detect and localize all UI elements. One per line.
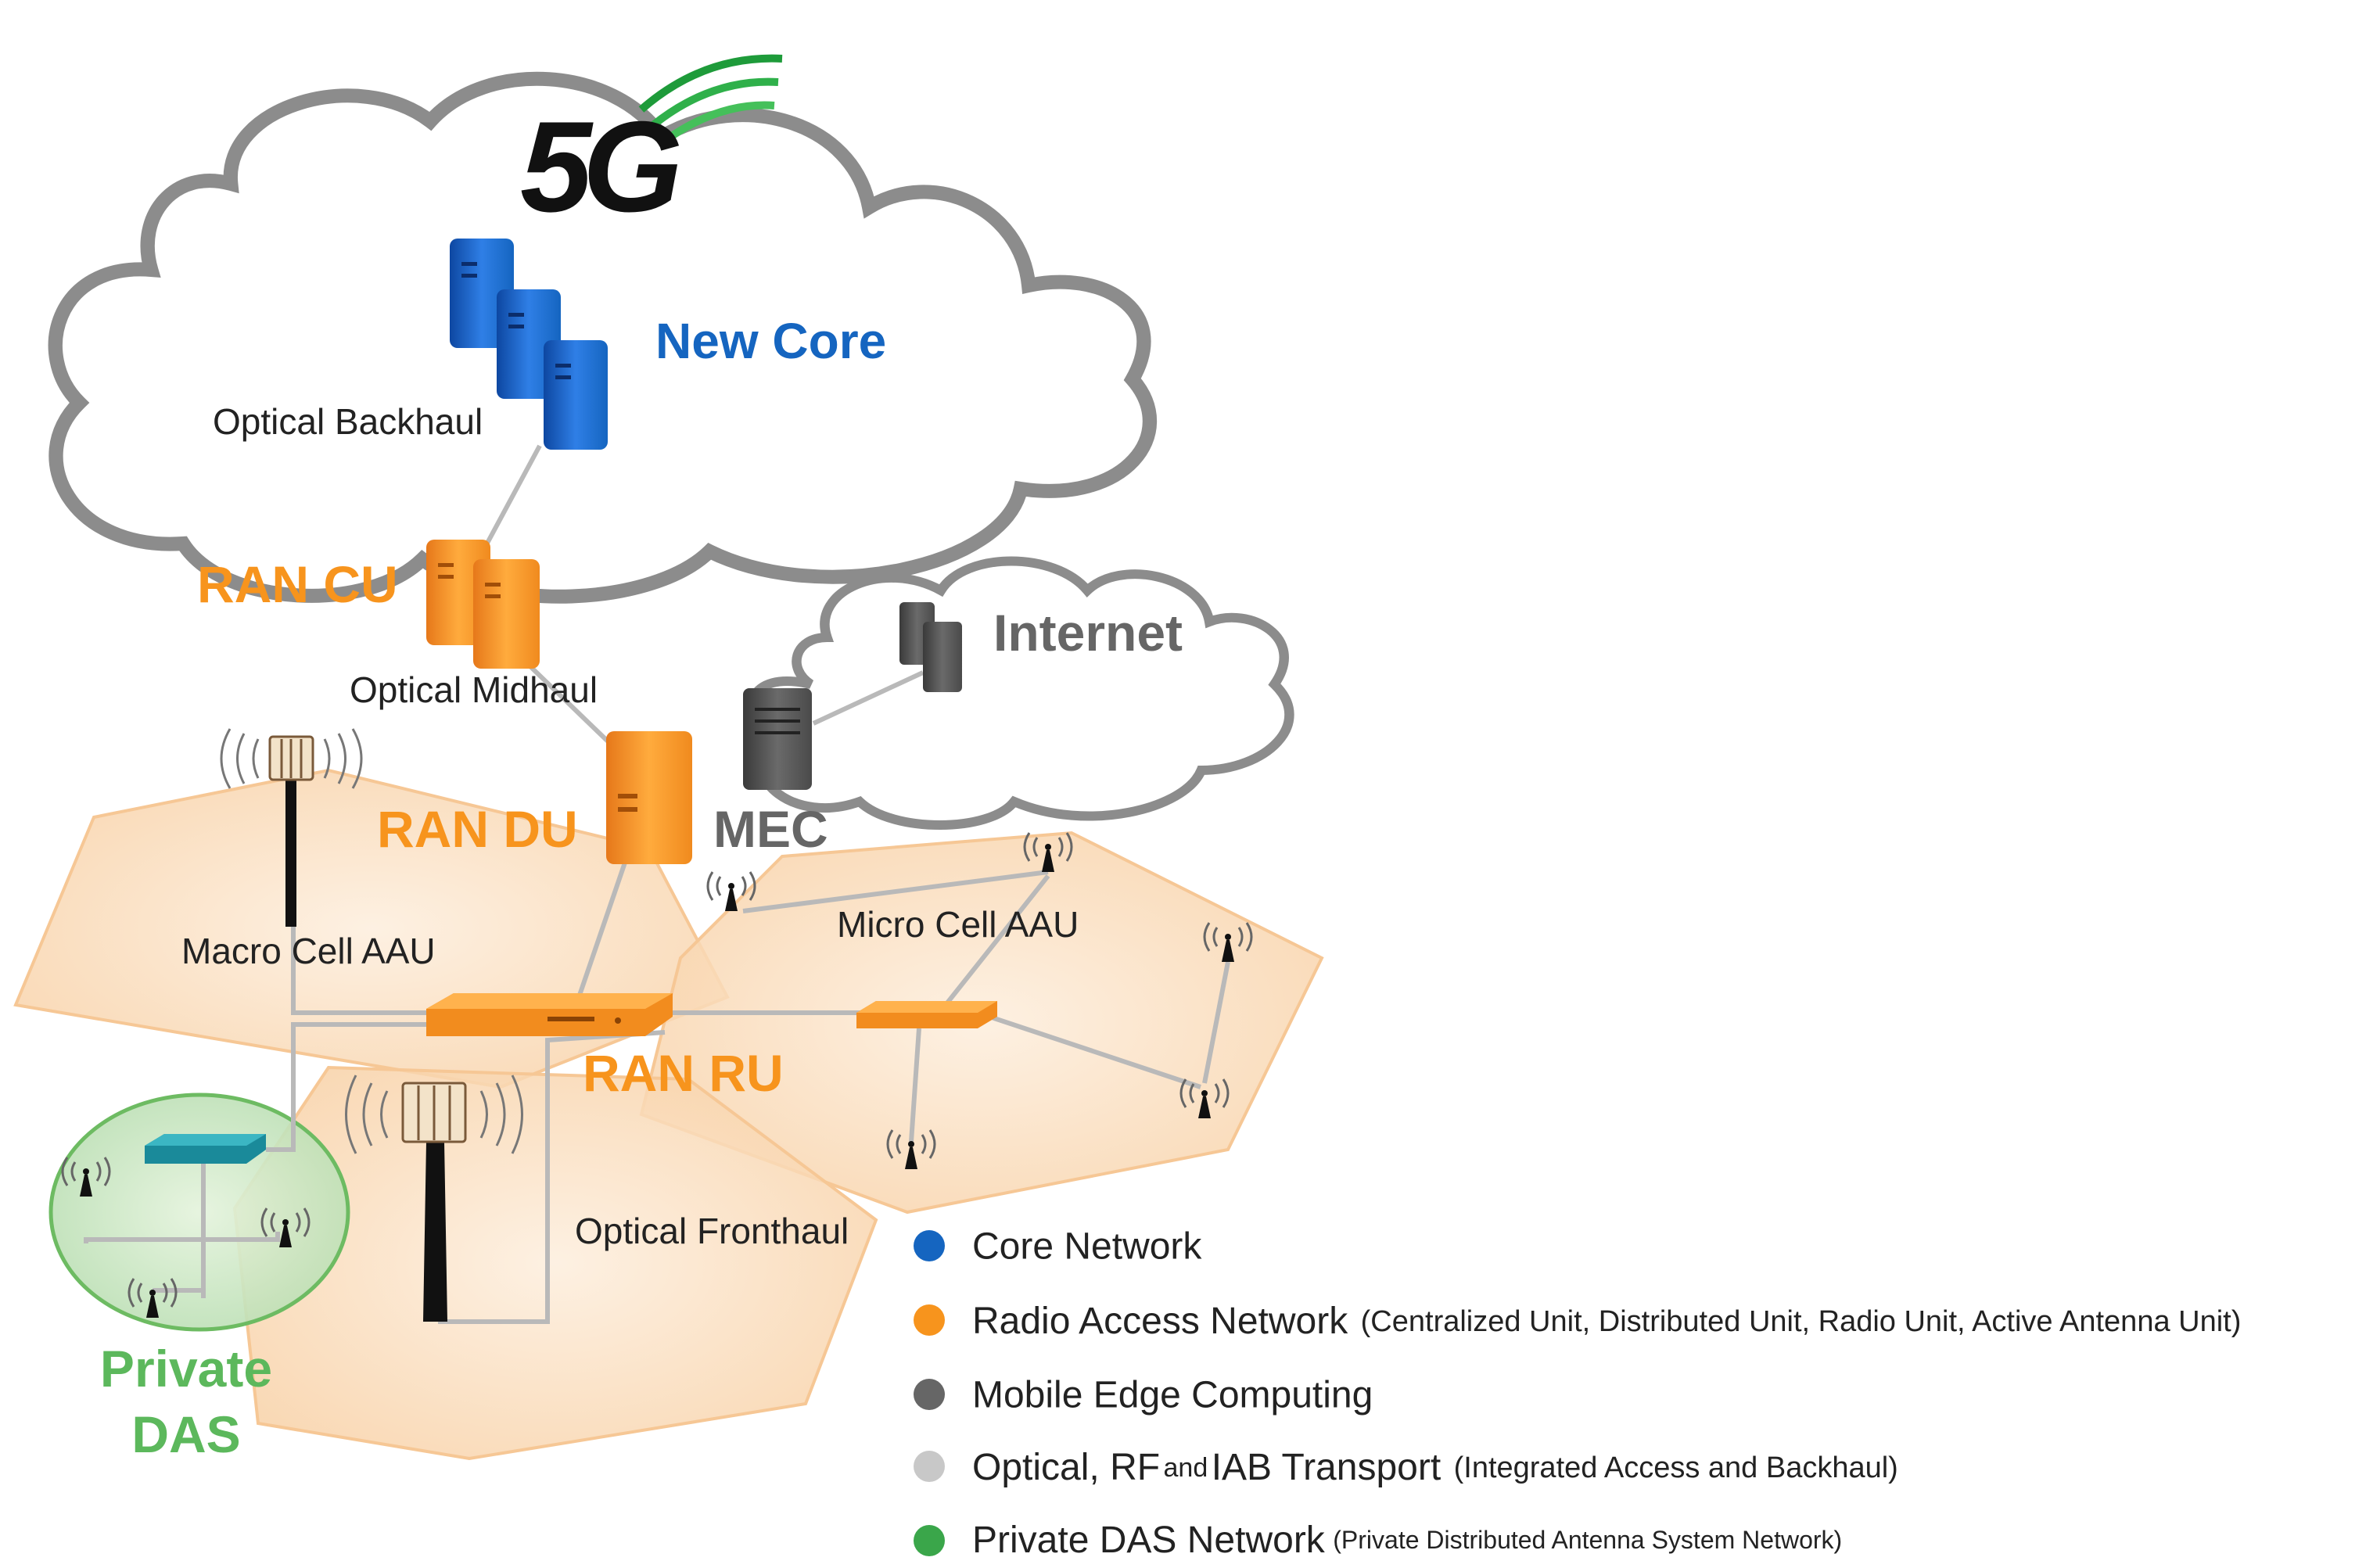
- legend-dot-core: [914, 1230, 945, 1261]
- antenna-das-1: [61, 1157, 111, 1197]
- private-das-label-line2: DAS: [131, 1405, 240, 1463]
- ran-ru-main: [426, 993, 673, 1036]
- micro-link-1: [940, 874, 1050, 1010]
- ran-ru-label: RAN RU: [583, 1044, 784, 1102]
- core-servers: [450, 239, 608, 450]
- micro-link-3: [909, 1028, 921, 1143]
- legend-label-core: Core Network: [972, 1226, 1202, 1268]
- legend-dot-ran: [914, 1304, 945, 1336]
- macro-ru-link: [291, 915, 426, 1015]
- ran-du-label: RAN DU: [377, 800, 578, 858]
- antenna-micro-1: [706, 871, 756, 911]
- antenna-micro-3: [1203, 922, 1253, 962]
- antenna-das-2: [260, 1207, 311, 1247]
- small-antennas: [61, 832, 1253, 1318]
- private-das-label-line1: Private: [100, 1340, 272, 1398]
- micro-cell-aau-label: Micro Cell AAU: [837, 904, 1079, 945]
- legend-item-ran: Radio Access Network (Centralized Unit, …: [914, 1301, 2241, 1342]
- legend-label-transport: Optical, RF: [972, 1447, 1160, 1488]
- ru-das-link: [266, 1022, 426, 1152]
- micro-link-2: [742, 870, 1049, 913]
- macro-tower-1: [220, 728, 363, 927]
- optical-midhaul-label: Optical Midhaul: [350, 669, 598, 710]
- core-cloud: [48, 71, 1158, 604]
- backhaul-link: [483, 444, 542, 549]
- optical-fronthaul-label: Optical Fronthaul: [575, 1211, 849, 1251]
- antenna-micro-4: [1179, 1078, 1230, 1118]
- 5g-logo: 5G: [520, 54, 783, 239]
- macro-tower-2: [345, 1075, 523, 1322]
- fronthaul-hexagon: [232, 1065, 878, 1461]
- legend: Core Network Radio Access Network (Centr…: [914, 1226, 2241, 1561]
- legend-label-transport-small: and: [1164, 1453, 1208, 1483]
- signal-arc-2: [650, 77, 779, 128]
- legend-label-transport-after: IAB Transport: [1212, 1447, 1441, 1488]
- antenna-micro-5: [886, 1129, 936, 1169]
- mec-label: MEC: [713, 800, 828, 858]
- ran-cu-server-2: [473, 559, 540, 669]
- internet-label: Internet: [993, 604, 1183, 662]
- ran-du-server: [606, 731, 692, 864]
- legend-dot-transport: [914, 1451, 945, 1482]
- optical-backhaul-label: Optical Backhaul: [213, 401, 483, 442]
- legend-row-das: Private DAS Network (Private Distributed…: [972, 1520, 1842, 1561]
- 5g-logo-text: 5G: [520, 95, 680, 239]
- antenna-das-3: [127, 1278, 178, 1318]
- micro-link-5: [1202, 961, 1230, 1084]
- micro-link-4: [989, 1014, 1201, 1089]
- legend-dot-das: [914, 1525, 945, 1556]
- ran-ru-micro: [856, 1001, 997, 1028]
- coverage-hexagons: [13, 768, 1324, 1461]
- legend-item-das: Private DAS Network (Private Distributed…: [914, 1520, 1842, 1561]
- core-server-3: [544, 340, 608, 450]
- legend-item-core-network: Core Network: [914, 1226, 1202, 1268]
- macro-cell-aau-label: Macro Cell AAU: [181, 931, 436, 971]
- antenna-micro-2: [1023, 832, 1073, 872]
- legend-label-das: Private DAS Network: [972, 1520, 1326, 1561]
- legend-detail-das: (Private Distributed Antenna System Netw…: [1333, 1526, 1842, 1554]
- legend-row-transport: Optical, RF and IAB Transport (Integrate…: [972, 1447, 1898, 1488]
- du-ru-link: [573, 859, 628, 1010]
- mec-server: [743, 688, 812, 790]
- new-core-label: New Core: [655, 313, 886, 369]
- signal-arc-1: [638, 54, 783, 113]
- legend-label-mec: Mobile Edge Computing: [972, 1375, 1373, 1416]
- legend-detail-transport: (Integrated Access and Backhaul): [1454, 1451, 1898, 1484]
- mec-internet-link: [812, 670, 924, 726]
- legend-detail-ran: (Centralized Unit, Distributed Unit, Rad…: [1361, 1305, 2242, 1338]
- internet-servers: [899, 602, 962, 692]
- ran-cu-servers: [426, 540, 540, 669]
- legend-label-ran: Radio Access Network: [972, 1301, 1348, 1342]
- das-link-2: [84, 1232, 280, 1243]
- signal-arc-3: [662, 101, 775, 145]
- legend-row-ran: Radio Access Network (Centralized Unit, …: [972, 1301, 2241, 1342]
- private-das-area: [48, 1093, 350, 1332]
- legend-item-transport: Optical, RF and IAB Transport (Integrate…: [914, 1447, 1898, 1488]
- ran-cu-label: RAN CU: [197, 555, 398, 613]
- internet-cloud: [746, 556, 1294, 830]
- legend-item-mec: Mobile Edge Computing: [914, 1375, 1373, 1416]
- legend-dot-mec: [914, 1379, 945, 1410]
- das-hub: [145, 1134, 266, 1164]
